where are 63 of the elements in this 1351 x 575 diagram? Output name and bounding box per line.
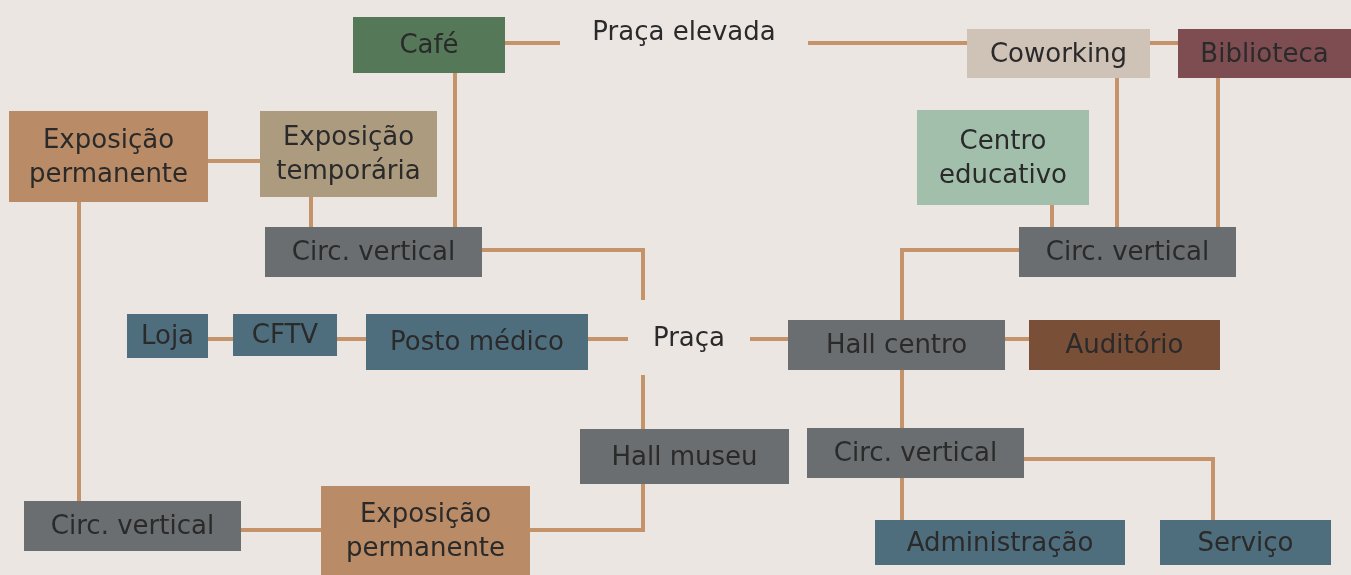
room-name: Circ. vertical xyxy=(1044,235,1211,269)
room-name: Administração xyxy=(905,525,1095,559)
connector-line xyxy=(1050,205,1054,227)
connector-line xyxy=(1024,457,1215,520)
room-name: Circ. vertical xyxy=(832,436,999,470)
room-box xyxy=(788,320,1005,370)
room-box xyxy=(233,314,337,356)
room-name: Café xyxy=(398,28,460,62)
room-name: CFTV xyxy=(250,318,320,352)
room-name: Circ. vertical xyxy=(49,509,216,543)
room-box xyxy=(265,227,482,277)
room-name: Auditório xyxy=(1064,328,1185,362)
room-name: Coworking xyxy=(988,36,1129,70)
room-box xyxy=(1160,520,1331,565)
connector-line xyxy=(1005,337,1029,341)
room-box xyxy=(353,17,505,73)
room-name: Praça elevada xyxy=(591,15,777,49)
connector-line xyxy=(900,478,904,520)
room-name: Serviço xyxy=(1196,525,1295,559)
room-box xyxy=(875,520,1125,565)
connector-line xyxy=(208,337,233,341)
connector-line xyxy=(530,484,645,532)
room-box xyxy=(967,29,1150,78)
connector-line xyxy=(808,41,967,45)
room-name: Centro educativo xyxy=(938,123,1068,191)
connector-line xyxy=(337,337,366,341)
room-box xyxy=(9,111,208,202)
connector-line xyxy=(309,197,313,227)
room-name: Exposição permanente xyxy=(27,122,190,190)
room-name: Hall museu xyxy=(610,439,759,473)
room-box xyxy=(917,110,1089,205)
connector-line xyxy=(588,337,628,341)
room-name: Posto médico xyxy=(389,325,565,359)
connector-line xyxy=(241,528,321,532)
connector-line xyxy=(1216,78,1220,227)
room-name: Exposição permanente xyxy=(344,496,507,564)
room-name: Exposição temporária xyxy=(275,120,422,187)
room-name: Hall centro xyxy=(824,328,969,362)
room-box xyxy=(260,111,437,197)
room-box xyxy=(127,314,208,358)
room-box xyxy=(1178,29,1351,78)
room-box xyxy=(24,501,241,551)
room-box xyxy=(321,486,530,575)
connector-line xyxy=(900,370,904,428)
room-box xyxy=(807,428,1024,478)
connector-line xyxy=(453,73,457,227)
connector-line xyxy=(641,375,645,429)
room-name: Loja xyxy=(139,319,196,353)
room-box xyxy=(1029,320,1220,370)
connector-line xyxy=(1150,41,1178,45)
connector-line xyxy=(77,202,81,501)
room-name: Biblioteca xyxy=(1199,36,1330,70)
connector-line xyxy=(482,248,645,300)
room-box xyxy=(580,429,789,484)
connector-line xyxy=(208,159,260,163)
room-name: Circ. vertical xyxy=(290,235,457,269)
room-box xyxy=(366,314,588,370)
room-name: Praça xyxy=(651,320,727,354)
connector-line xyxy=(900,248,1019,320)
room-box xyxy=(1019,227,1236,277)
connector-line xyxy=(505,41,560,45)
connector-line xyxy=(1115,78,1119,227)
connector-line xyxy=(750,337,788,341)
